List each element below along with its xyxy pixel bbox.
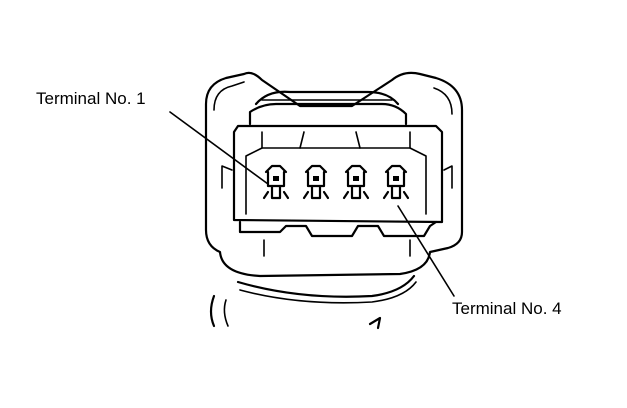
terminal-pin-4 [382,164,410,200]
connector-latch [248,90,408,126]
connector-body-base [209,274,417,330]
terminal-1-leader-line [169,111,269,185]
terminal-pin-2 [302,164,330,200]
connector-housing [204,71,464,278]
terminal-pin-3 [342,164,370,200]
terminal-pin-1 [262,164,290,200]
terminal-pins [262,164,410,200]
terminal-4-label: Terminal No. 4 [452,299,562,318]
terminal-1-label: Terminal No. 1 [36,89,146,108]
terminal-4-leader-line [397,205,455,297]
terminal-cavity [221,124,453,257]
